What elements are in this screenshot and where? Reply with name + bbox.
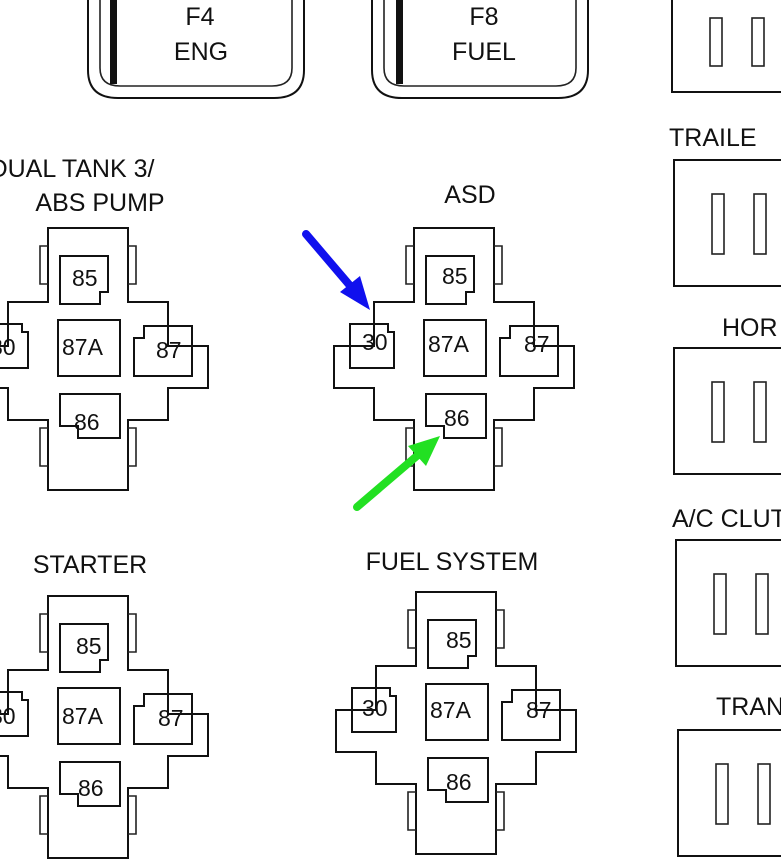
blue-arrow <box>302 230 370 310</box>
side-relay-top <box>671 0 781 93</box>
pin-86: 86 <box>74 409 100 435</box>
pin-86: 86 <box>444 405 470 431</box>
side-relay-label: HOR <box>722 314 778 342</box>
relay-title-line1: DUAL TANK 3/ <box>0 155 154 183</box>
side-relay-ac-clutch: A/C CLUT <box>672 505 781 667</box>
side-relay-trans: TRAN <box>677 693 781 857</box>
pin-87a: 87A <box>62 334 104 360</box>
fuse-f4: F4 ENG <box>87 0 305 99</box>
fuse-f8-number: F8 <box>469 3 498 31</box>
pin-86: 86 <box>78 775 104 801</box>
side-relay-label: TRAILE <box>669 124 757 152</box>
pin-87: 87 <box>526 697 552 723</box>
side-relay-label: A/C CLUT <box>672 505 781 533</box>
pin-86: 86 <box>446 769 472 795</box>
pin-87a: 87A <box>430 697 472 723</box>
pin-30: 30 <box>362 329 388 355</box>
side-relay-trailer: TRAILE <box>669 124 781 287</box>
pin-87: 87 <box>156 337 182 363</box>
relay-title: ASD <box>444 181 495 209</box>
pin-30: 30 <box>0 703 16 729</box>
fuse-f4-name: ENG <box>174 38 228 66</box>
pin-85: 85 <box>76 633 102 659</box>
relay-asd: ASD 85 87A 30 87 86 <box>333 181 575 491</box>
relay-fuel-system: FUEL SYSTEM 85 87A 30 87 86 <box>335 548 577 855</box>
pin-85: 85 <box>442 263 468 289</box>
relay-title: STARTER <box>33 551 147 579</box>
relay-dual-tank-abs-pump: DUAL TANK 3/ ABS PUMP 85 87A 30 87 86 <box>0 155 209 491</box>
green-arrow <box>353 436 440 511</box>
pin-85: 85 <box>446 627 472 653</box>
pin-30: 30 <box>0 334 16 360</box>
pin-87: 87 <box>158 705 184 731</box>
pin-87: 87 <box>524 331 550 357</box>
fuse-f4-number: F4 <box>185 3 214 31</box>
side-relay-horn: HOR <box>673 314 781 475</box>
pin-87a: 87A <box>428 331 470 357</box>
pin-85: 85 <box>72 265 98 291</box>
fuse-f8: F8 FUEL <box>371 0 589 99</box>
fuse-f8-name: FUEL <box>452 38 516 66</box>
relay-title-line2: ABS PUMP <box>35 189 164 217</box>
side-relay-label: TRAN <box>716 693 781 721</box>
pin-87a: 87A <box>62 703 104 729</box>
pin-30: 30 <box>362 695 388 721</box>
relay-title: FUEL SYSTEM <box>366 548 539 576</box>
relay-starter: STARTER 85 87A 30 87 86 <box>0 551 209 859</box>
